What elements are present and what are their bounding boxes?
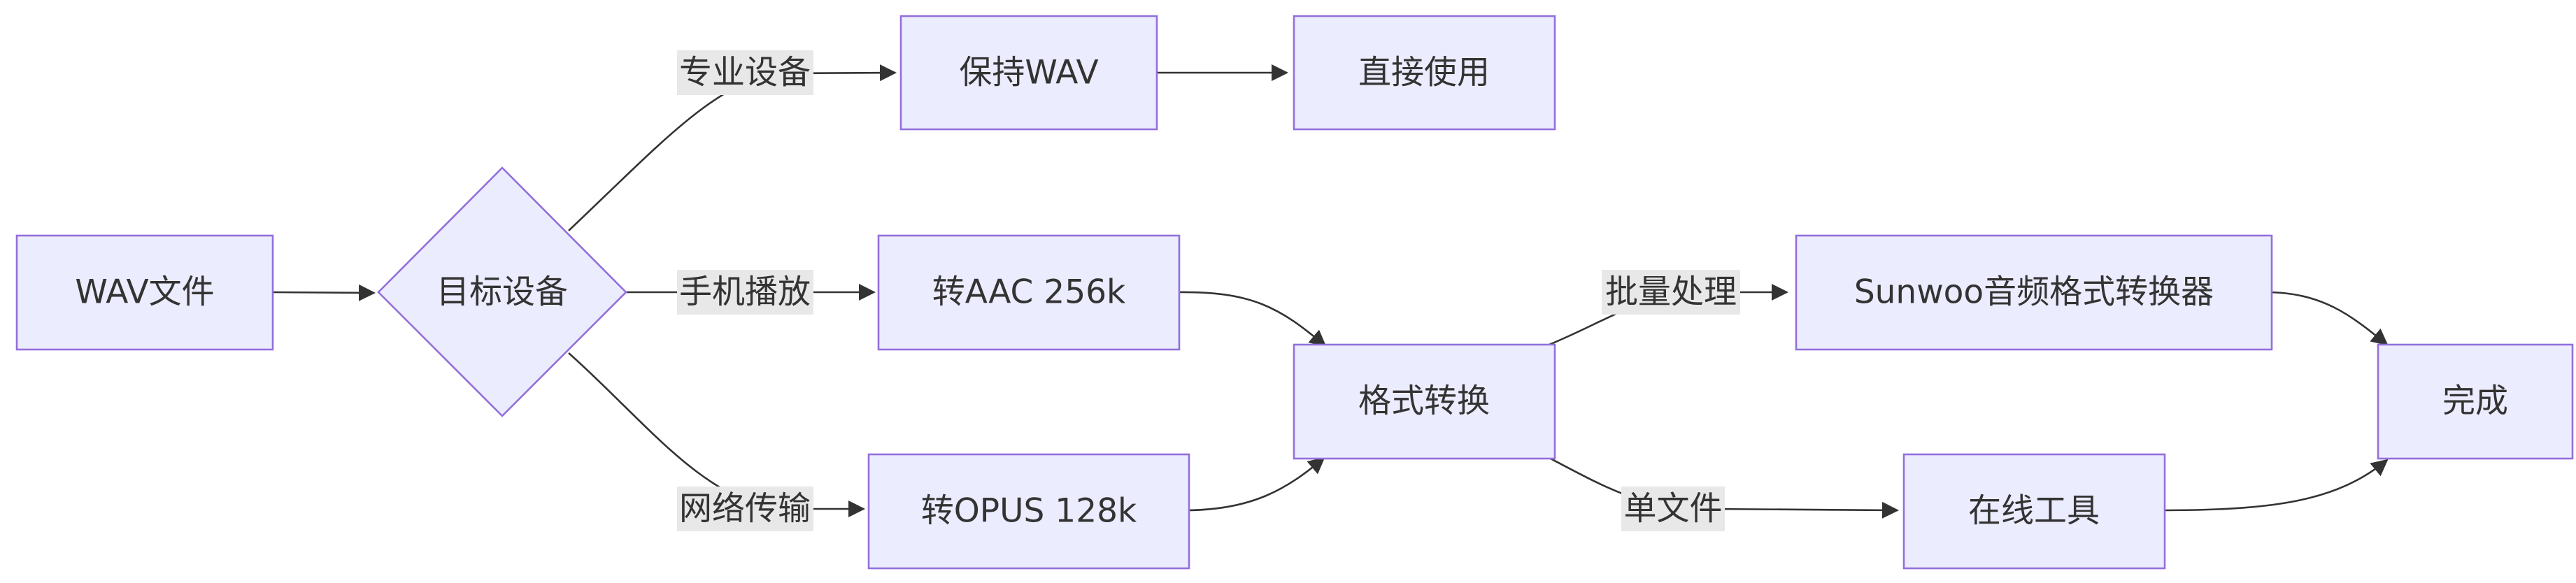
nodes: WAV文件 目标设备 保持WAV 直接使用 转AAC 256k 转OPUS 12… — [15, 15, 2574, 570]
node-direct-use: 直接使用 — [1293, 15, 1556, 131]
edge-label-network-transfer: 网络传输 — [677, 487, 813, 531]
svg-text:网络传输: 网络传输 — [679, 490, 811, 528]
svg-text:转OPUS 128k: 转OPUS 128k — [921, 492, 1137, 531]
edge-label-pro-device: 专业设备 — [677, 50, 813, 95]
edge-labels: 专业设备 手机播放 网络传输 批量处理 单文件 — [677, 50, 1740, 531]
svg-text:WAV文件: WAV文件 — [75, 273, 214, 312]
svg-text:专业设备: 专业设备 — [679, 54, 811, 92]
node-to-opus: 转OPUS 128k — [867, 453, 1190, 570]
node-target-device: 目标设备 — [377, 166, 627, 417]
svg-text:直接使用: 直接使用 — [1358, 54, 1490, 92]
svg-text:在线工具: 在线工具 — [1968, 492, 2100, 531]
edge-wav-to-target — [272, 284, 376, 301]
edge-opus-to-format — [1183, 456, 1325, 512]
edge-sunwoo-to-done — [2264, 291, 2389, 346]
svg-text:转AAC 256k: 转AAC 256k — [932, 273, 1126, 312]
svg-text:手机播放: 手机播放 — [679, 273, 811, 312]
svg-text:批量处理: 批量处理 — [1605, 273, 1737, 312]
node-online-tool: 在线工具 — [1902, 453, 2166, 570]
node-done: 完成 — [2377, 343, 2574, 460]
svg-text:目标设备: 目标设备 — [436, 273, 568, 312]
svg-text:完成: 完成 — [2442, 382, 2508, 421]
svg-text:保持WAV: 保持WAV — [959, 54, 1098, 92]
svg-text:格式转换: 格式转换 — [1358, 382, 1490, 421]
svg-text:单文件: 单文件 — [1624, 490, 1723, 528]
edge-label-single-file: 单文件 — [1621, 487, 1725, 531]
node-keep-wav: 保持WAV — [899, 15, 1158, 131]
node-to-aac: 转AAC 256k — [877, 234, 1181, 351]
node-wav-file: WAV文件 — [15, 234, 274, 351]
node-format-convert: 格式转换 — [1293, 343, 1556, 460]
node-sunwoo-converter: Sunwoo音频格式转换器 — [1795, 234, 2273, 351]
edge-target-to-opus — [568, 352, 865, 517]
edge-label-phone-playback: 手机播放 — [677, 270, 813, 315]
edge-target-to-keep-wav — [568, 64, 897, 231]
edge-online-to-done — [2157, 459, 2389, 512]
edge-aac-to-format — [1174, 291, 1327, 347]
svg-text:Sunwoo音频格式转换器: Sunwoo音频格式转换器 — [1854, 273, 2214, 312]
edge-label-batch-process: 批量处理 — [1602, 270, 1740, 315]
